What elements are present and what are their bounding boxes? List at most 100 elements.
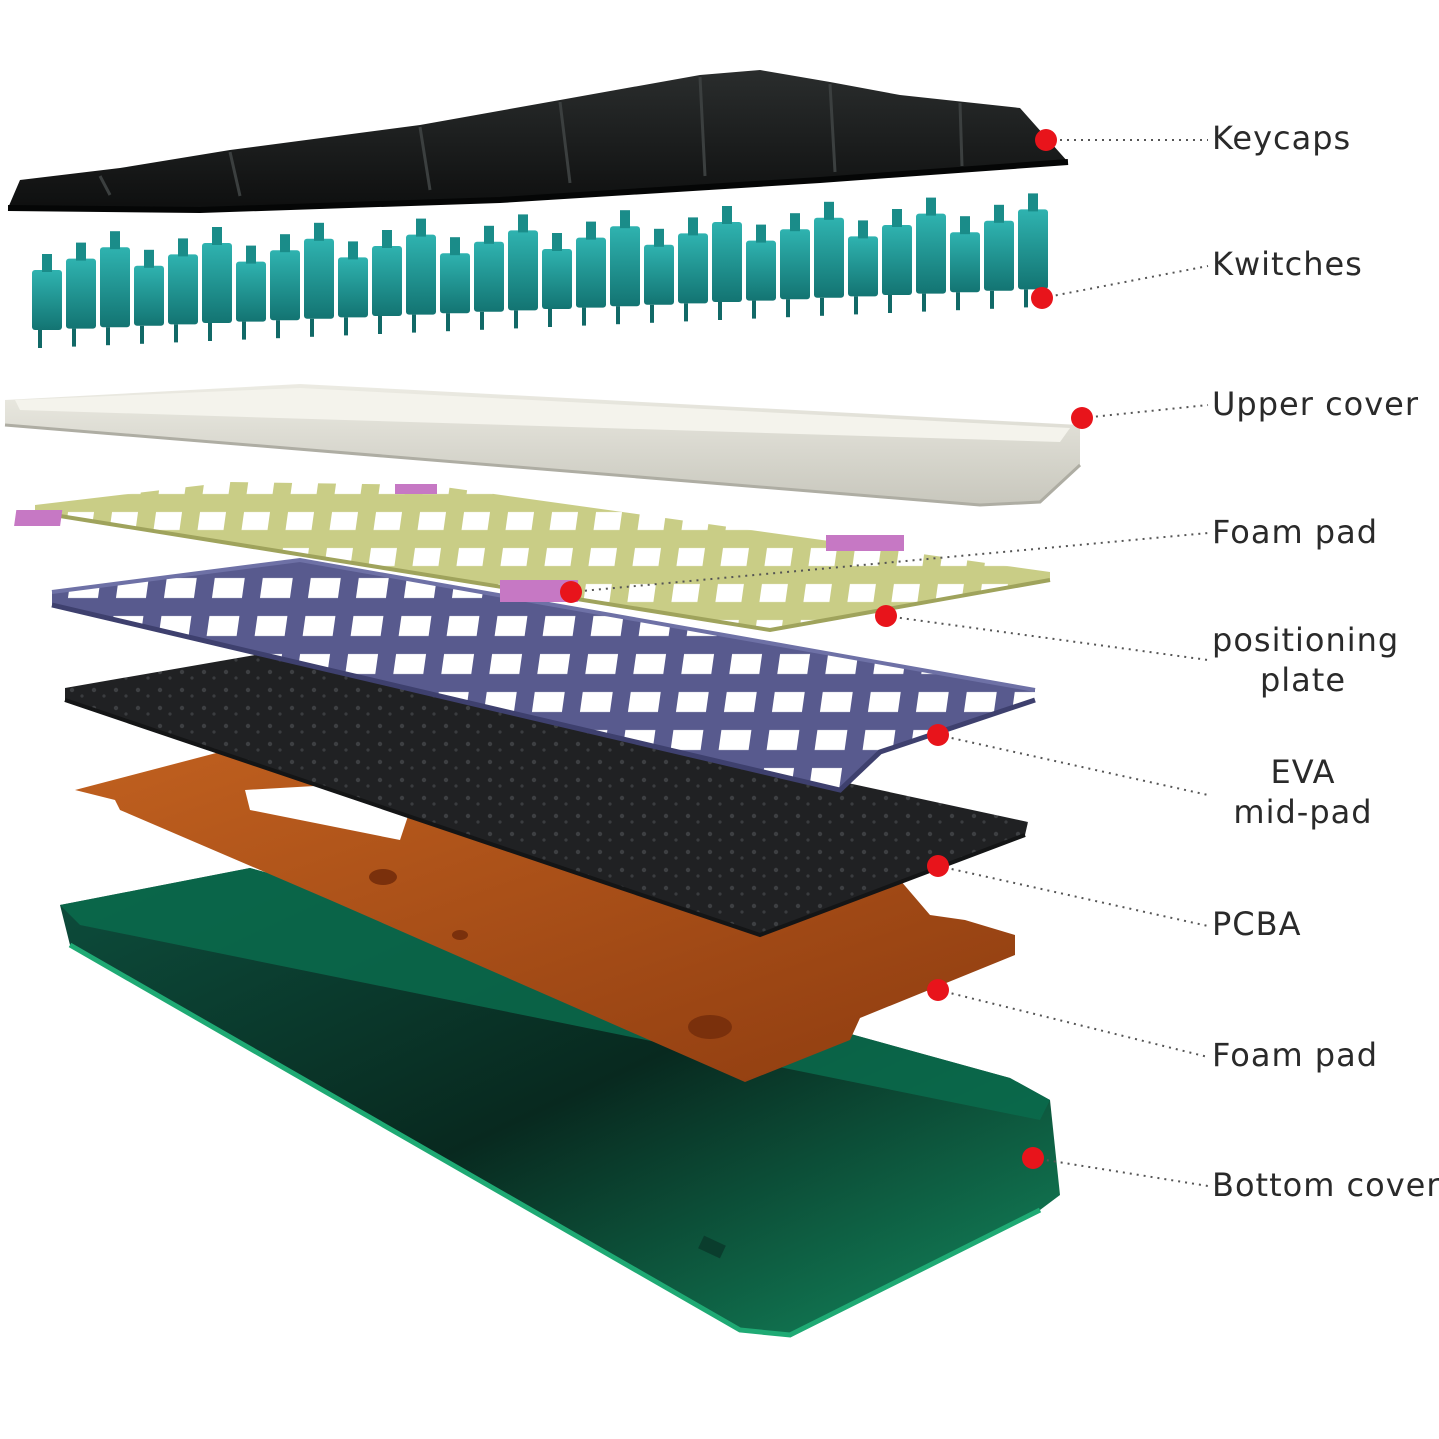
label-foam-pad-bottom: Foam pad <box>1212 1036 1379 1074</box>
switch-stem <box>144 249 154 268</box>
switch-body <box>406 234 436 315</box>
label-positioning-plate-line-1: positioning <box>1212 621 1400 659</box>
switch-body <box>270 250 300 321</box>
switch-stem <box>348 241 358 260</box>
switch-body <box>202 243 232 323</box>
switch-stem <box>688 217 698 236</box>
switch-pin <box>242 321 246 340</box>
leader-line-upper-cover <box>1081 404 1209 419</box>
switch-body <box>950 232 980 293</box>
switch-body <box>610 226 640 307</box>
switch-pin <box>106 327 110 346</box>
switch-body <box>576 237 606 308</box>
leader-line-foam-pad-bottom <box>937 989 1209 1058</box>
switch-stem <box>280 234 290 253</box>
switch-body <box>66 258 96 329</box>
upper-cover-layer <box>4 384 1082 507</box>
switch-body <box>236 261 266 322</box>
switch-pin <box>820 297 824 316</box>
switch-stem <box>416 218 426 237</box>
leader-line-eva-mid-pad <box>937 734 1209 796</box>
switch-body <box>168 254 198 325</box>
marker-dot-keycaps <box>1035 129 1057 151</box>
marker-dot-foam-pad-top <box>560 581 582 603</box>
marker-dot-positioning-plate <box>875 605 897 627</box>
switch-pin <box>582 307 586 326</box>
switch-stem <box>654 228 664 247</box>
label-eva-mid-pad: EVA mid-pad <box>1212 752 1394 832</box>
switch-body <box>474 241 504 312</box>
switch-pin <box>344 317 348 336</box>
marker-dot-pcba <box>927 855 949 877</box>
switch-stem <box>586 221 596 240</box>
label-foam-pad-top: Foam pad <box>1212 513 1379 551</box>
label-positioning-plate: positioning plate <box>1212 620 1400 700</box>
switch-body <box>338 257 368 318</box>
switch-body <box>1018 209 1048 290</box>
marker-dot-kwitches <box>1031 287 1053 309</box>
switch-pin <box>990 290 994 309</box>
kwitches-layer <box>32 193 1048 348</box>
label-upper-cover: Upper cover <box>1212 385 1420 423</box>
switch-stem <box>790 213 800 232</box>
switch-pin <box>480 311 484 330</box>
switch-pin <box>378 316 382 334</box>
label-positioning-plate-line-2: plate <box>1259 661 1347 699</box>
switch-stem <box>722 206 732 224</box>
label-bottom-cover: Bottom cover <box>1212 1166 1439 1204</box>
switch-body <box>542 249 572 309</box>
switch-body <box>848 236 878 297</box>
switch-stem <box>1028 193 1038 212</box>
switch-body <box>32 270 62 330</box>
label-pcba: PCBA <box>1212 905 1302 943</box>
switch-stem <box>212 227 222 245</box>
switch-stem <box>552 233 562 251</box>
switch-pin <box>922 293 926 312</box>
switch-body <box>814 217 844 298</box>
switch-pin <box>140 325 144 344</box>
switch-pin <box>446 313 450 332</box>
switch-pin <box>786 299 790 318</box>
switch-body <box>304 238 334 319</box>
switch-stem <box>926 197 936 216</box>
switch-stem <box>246 245 256 264</box>
switch-body <box>746 240 776 301</box>
leader-line-positioning-plate <box>885 615 1209 661</box>
switch-pin <box>718 302 722 320</box>
switch-stem <box>110 231 120 250</box>
switch-body <box>440 253 470 314</box>
switch-stem <box>824 201 834 220</box>
foam-pad-plate-layer <box>14 482 1051 633</box>
switch-body <box>882 225 912 295</box>
switch-pin <box>276 320 280 339</box>
switch-pin <box>208 323 212 341</box>
switch-stem <box>620 210 630 229</box>
switch-body <box>678 233 708 304</box>
label-keycaps: Keycaps <box>1212 119 1352 157</box>
marker-dot-eva-mid-pad <box>927 724 949 746</box>
leader-line-foam-pad-top <box>570 532 1209 593</box>
switch-stem <box>314 222 324 241</box>
switch-pin <box>684 303 688 322</box>
marker-dot-upper-cover <box>1071 407 1093 429</box>
switch-stem <box>450 237 460 256</box>
leader-line-kwitches <box>1041 265 1209 299</box>
switch-pin <box>412 314 416 333</box>
switch-body <box>100 247 130 328</box>
leader-lines <box>560 129 1209 1187</box>
switch-stem <box>858 220 868 239</box>
switch-body <box>712 222 742 302</box>
switch-pin <box>174 324 178 343</box>
keycaps-layer <box>7 70 1069 214</box>
label-eva-line-1: EVA <box>1270 753 1336 791</box>
switch-pin <box>752 300 756 319</box>
switch-pin <box>616 306 620 325</box>
switch-body <box>916 213 946 294</box>
switch-pin <box>650 304 654 323</box>
switch-stem <box>756 224 766 243</box>
switch-body <box>508 230 538 311</box>
switch-stem <box>960 216 970 235</box>
switch-pin <box>888 295 892 313</box>
switch-stem <box>484 225 494 244</box>
